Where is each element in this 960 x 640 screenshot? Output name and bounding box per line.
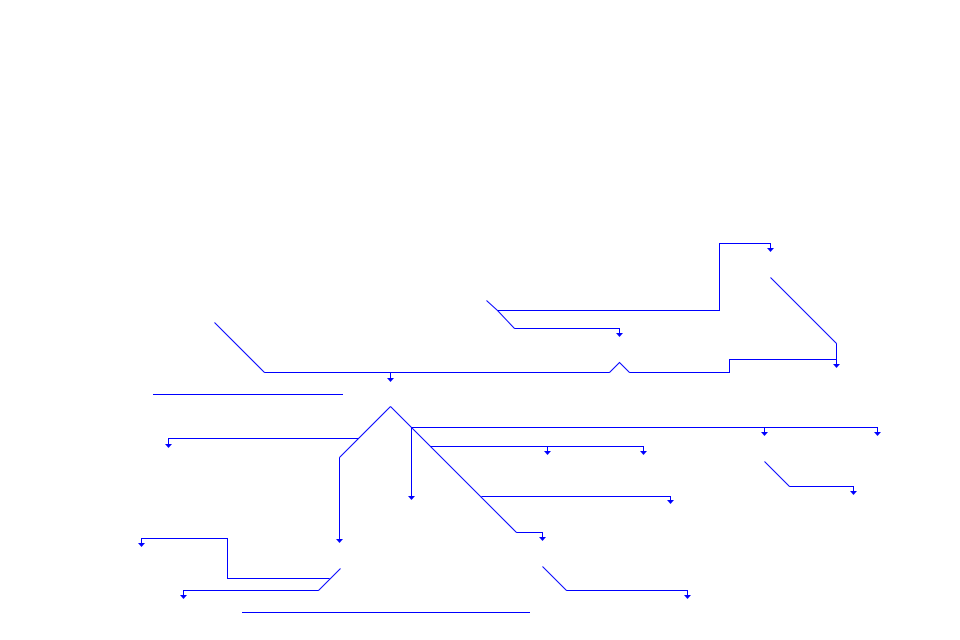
connector-upper-short [497, 310, 623, 337]
arrowhead-icon [616, 333, 623, 337]
connector-long-right [408, 427, 881, 500]
connector-top-elbow [486, 243, 774, 311]
arrowhead-icon [850, 491, 857, 495]
arrowhead-icon [336, 539, 343, 543]
connector-bottom-left-diagonal [180, 568, 341, 599]
arrowhead-icon [667, 500, 674, 504]
connector-bottom-left-step [138, 538, 330, 579]
arrowhead-icon [640, 451, 647, 455]
arrowhead-icon [539, 537, 546, 541]
arrowhead-icon [684, 595, 691, 599]
arrowhead-icon [387, 378, 394, 382]
arrowhead-icon [165, 444, 172, 448]
arrowhead-icon [138, 543, 145, 547]
arrowhead-icon [833, 364, 840, 368]
connector-mid-right [430, 446, 647, 455]
connector-left-branch [165, 438, 359, 448]
arrowhead-icon [408, 496, 415, 500]
connector-lower-right [481, 496, 674, 504]
connector-far-right [764, 461, 857, 495]
arrowhead-icon [767, 248, 774, 252]
connector-main-bus [214, 322, 837, 382]
arrowhead-icon [180, 595, 187, 599]
arrowhead-icon [761, 432, 768, 436]
connector-bottom-right [542, 566, 691, 599]
arrowhead-icon [544, 451, 551, 455]
connector-right-diagonal [770, 277, 840, 368]
connector-peak-left [336, 406, 391, 543]
connector-peak-right [390, 406, 546, 541]
arrowhead-icon [874, 432, 881, 436]
